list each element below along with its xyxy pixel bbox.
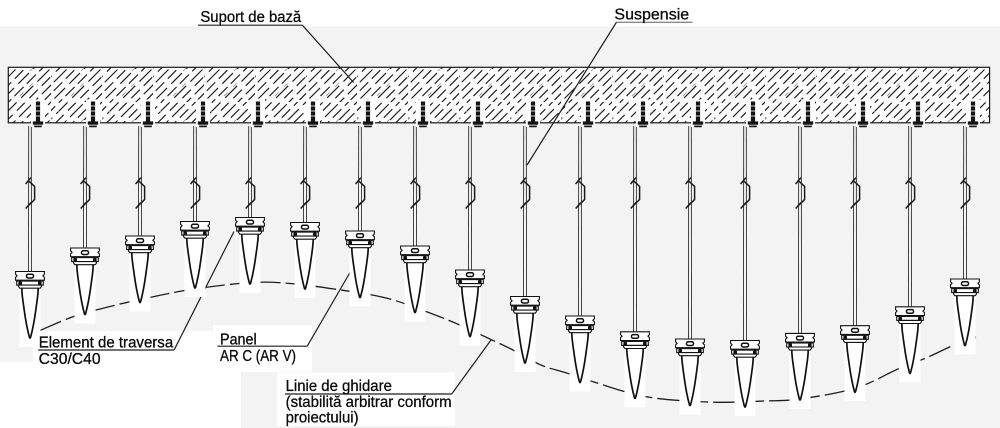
svg-text:Element de traversa: Element de traversa bbox=[39, 335, 174, 352]
svg-text:C30/C40: C30/C40 bbox=[39, 351, 101, 368]
svg-text:proiectului): proiectului) bbox=[286, 410, 359, 427]
svg-text:Panel: Panel bbox=[220, 332, 257, 349]
svg-text:Linie de ghidare: Linie de ghidare bbox=[286, 378, 392, 395]
svg-text:Suport de bază: Suport de bază bbox=[200, 9, 301, 26]
svg-text:Suspensie: Suspensie bbox=[614, 6, 689, 23]
svg-text:AR C (AR V): AR C (AR V) bbox=[220, 348, 296, 365]
svg-text:(stabilită arbitrar conform: (stabilită arbitrar conform bbox=[286, 394, 452, 411]
